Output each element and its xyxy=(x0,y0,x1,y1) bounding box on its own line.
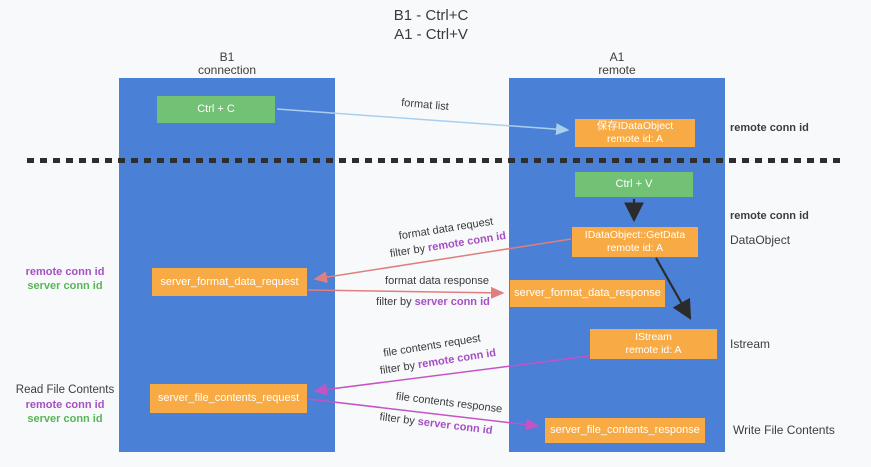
right-lane-header: A1 remote xyxy=(509,51,725,77)
node-server-file-contents-request: server_file_contents_request xyxy=(150,384,307,413)
left-lane-name: B1 xyxy=(219,50,235,64)
node-ctrl-v: Ctrl + V xyxy=(575,172,693,197)
istream-label: IStream xyxy=(635,331,672,343)
annotation-write-file-contents: Write File Contents xyxy=(733,423,835,437)
title-line-1: B1 - Ctrl+C xyxy=(393,7,469,24)
node-server-format-data-response: server_format_data_response xyxy=(510,280,665,307)
server-conn-id-text: server conn id xyxy=(414,296,490,308)
right-lane-name: A1 xyxy=(609,50,625,64)
filter-by-text: filter by xyxy=(378,411,419,428)
annotation-remote-conn-id-mid: remote conn id xyxy=(730,210,809,222)
diagram-title: B1 - Ctrl+C A1 - Ctrl+V xyxy=(300,6,562,44)
istream-remote-id: remote id: A xyxy=(625,344,682,356)
title-line-2: A1 - Ctrl+V xyxy=(394,26,468,43)
annotation-dataobject: DataObject xyxy=(730,233,791,247)
save-idataobject-remote-id: remote id: A xyxy=(606,133,663,145)
getdata-label: IDataObject::GetData xyxy=(584,229,686,241)
annotation-server-conn-id-1: server conn id xyxy=(27,280,103,292)
getdata-remote-id: remote id: A xyxy=(606,242,663,254)
arrow-format-data-response xyxy=(307,286,505,299)
annotation-istream: Istream xyxy=(730,337,771,351)
node-idataobject-getdata: IDataObject::GetData remote id: A xyxy=(572,227,698,257)
label-format-data-response: format data response xyxy=(385,275,489,287)
annotation-remote-conn-id-1: remote conn id xyxy=(25,266,105,278)
annotation-conn-ids-file: remote conn id server conn id xyxy=(5,398,125,426)
node-ctrl-c: Ctrl + C xyxy=(157,96,275,123)
server-conn-id-text: server conn id xyxy=(417,415,494,437)
label-filter-by-server-conn-id-1: filter by server conn id xyxy=(363,296,503,308)
annotation-server-conn-id-2: server conn id xyxy=(27,413,103,425)
node-istream: IStream remote id: A xyxy=(590,329,717,359)
session-separator-dashed-line xyxy=(27,158,845,163)
annotation-read-file-contents: Read File Contents xyxy=(15,384,115,396)
label-filter-by-server-conn-id-2: filter by server conn id xyxy=(366,410,506,439)
filter-by-text: filter by xyxy=(376,296,415,308)
label-format-list: format list xyxy=(400,96,450,114)
filter-by-text: filter by xyxy=(379,359,420,378)
annotation-conn-ids-format: remote conn id server conn id xyxy=(5,265,125,293)
save-idataobject-label: 保存IDataObject xyxy=(596,120,674,132)
annotation-remote-conn-id-2: remote conn id xyxy=(25,399,105,411)
filter-by-text: filter by xyxy=(389,242,430,261)
node-server-format-data-request: server_format_data_request xyxy=(152,268,307,296)
node-server-file-contents-response: server_file_contents_response xyxy=(545,418,705,443)
node-save-idataobject: 保存IDataObject remote id: A xyxy=(575,119,695,147)
right-lane-role: remote xyxy=(598,63,636,77)
left-lane-role: connection xyxy=(197,63,257,77)
left-lane-header: B1 connection xyxy=(119,51,335,77)
annotation-remote-conn-id-top: remote conn id xyxy=(730,122,809,134)
